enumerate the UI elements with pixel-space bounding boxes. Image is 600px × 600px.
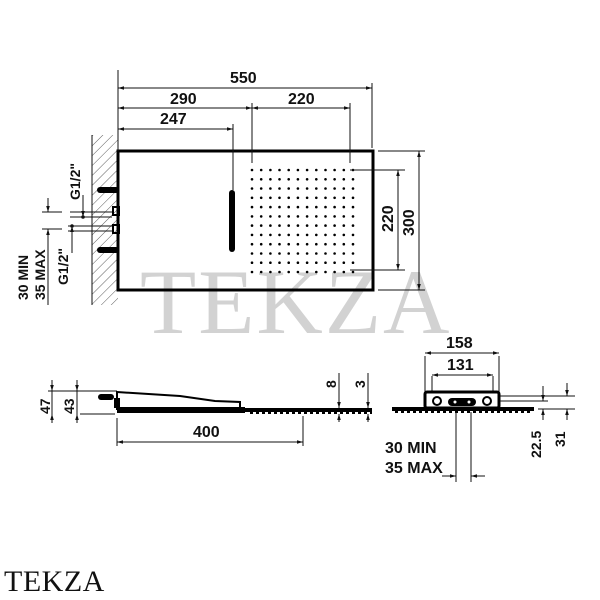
shower-plate-outline — [116, 149, 375, 292]
dim-22-5: 22.5 — [528, 431, 544, 458]
pipe-label-bottom: G1/2" — [55, 248, 71, 285]
side-view: 47 43 400 8 3 — [37, 373, 372, 446]
pipe-label-top: G1/2" — [67, 163, 83, 200]
pipe-connector-bottom — [97, 247, 119, 253]
dim-550: 550 — [230, 70, 257, 87]
pipe-connector-top — [97, 187, 119, 193]
dim-290: 290 — [170, 91, 197, 108]
wall-max-label: 35 MAX — [32, 249, 48, 300]
dim-300: 300 — [401, 209, 418, 236]
nozzle-grid — [250, 168, 355, 274]
dim-131: 131 — [447, 357, 474, 374]
dim-158: 158 — [446, 335, 473, 352]
wall-min-label: 30 MIN — [15, 255, 31, 300]
dim-31: 31 — [552, 431, 568, 447]
dim-47: 47 — [37, 398, 53, 414]
wall-section — [92, 135, 118, 305]
brand-logo: TEKZA — [4, 565, 105, 598]
dim-247: 247 — [160, 111, 187, 128]
dim-43: 43 — [61, 398, 77, 414]
end-view: 158 131 30 MIN 35 MAX 22.5 31 — [385, 335, 575, 482]
dim-8: 8 — [323, 380, 339, 388]
dim-400: 400 — [193, 424, 220, 441]
dim-220: 220 — [288, 91, 315, 108]
side-profile-body — [116, 390, 241, 410]
end-wall-max-label: 35 MAX — [385, 460, 443, 477]
waterfall-slot — [229, 190, 235, 252]
dim-3: 3 — [352, 380, 368, 388]
dim-220-vertical: 220 — [380, 205, 397, 232]
end-wall-min-label: 30 MIN — [385, 440, 437, 457]
top-view: 550 290 220 247 220 300 G1/2" G1/2" 30 M… — [15, 70, 425, 305]
